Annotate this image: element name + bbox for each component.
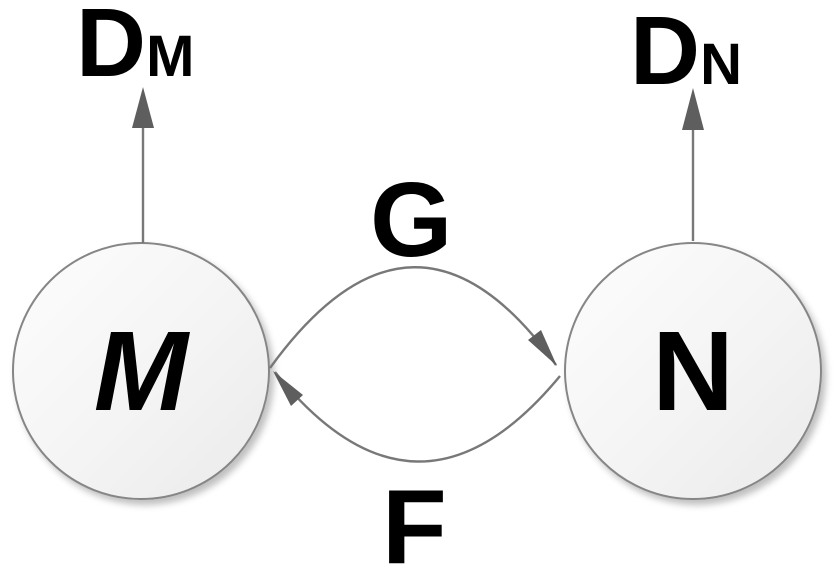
- node-n-label: N: [652, 307, 734, 434]
- node-n: N: [564, 242, 822, 500]
- output-label-dn-sub: N: [700, 32, 742, 97]
- edge-g-arrowhead-icon: [528, 330, 557, 366]
- output-label-dm-sub: M: [146, 24, 195, 89]
- output-label-dn: DN: [630, 2, 742, 99]
- output-label-dm-main: D: [76, 0, 147, 97]
- edge-f-arrowhead-icon: [273, 371, 303, 406]
- edge-f-arc: [274, 371, 561, 463]
- node-m: M: [12, 242, 270, 500]
- edge-g-label: G: [370, 161, 453, 279]
- output-label-dn-main: D: [630, 0, 701, 105]
- edge-f-label: F: [382, 468, 447, 573]
- edge-g-arc: [269, 266, 557, 369]
- output-label-dm: DM: [76, 0, 194, 91]
- node-m-label: M: [93, 307, 189, 434]
